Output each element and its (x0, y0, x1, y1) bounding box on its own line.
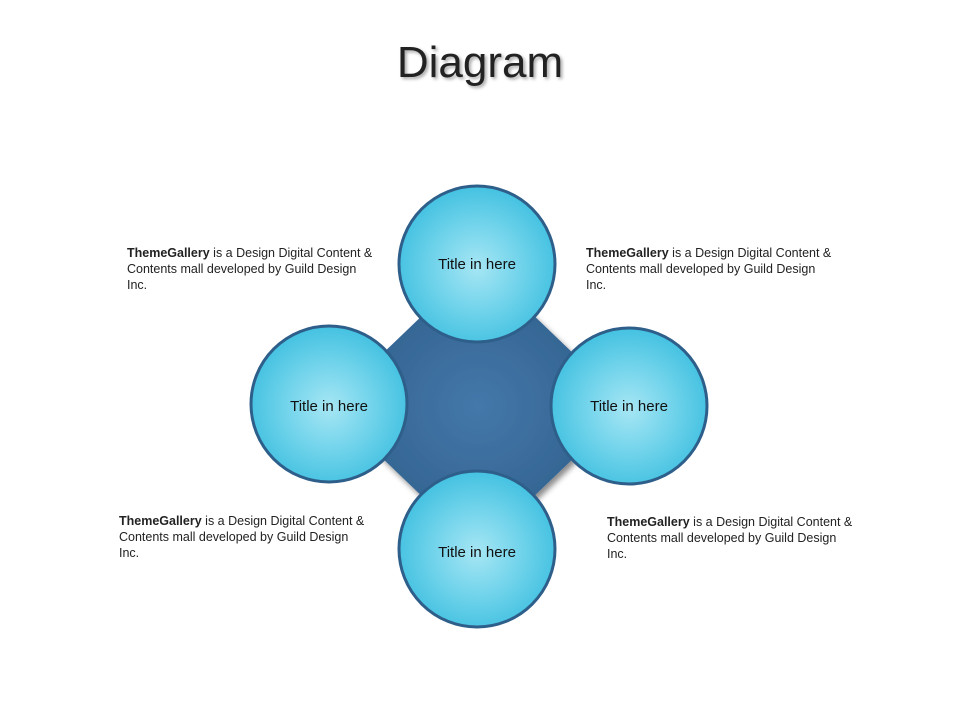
description-text: is a Design Digital Content & Contents m… (586, 246, 832, 292)
description-brand: ThemeGallery (127, 246, 210, 260)
circle-top[interactable]: Title in here (397, 184, 557, 344)
circle-left-label: Title in here (290, 398, 368, 415)
description-brand: ThemeGallery (607, 515, 690, 529)
circle-left[interactable]: Title in here (249, 324, 409, 484)
center-diamond (328, 262, 628, 550)
circle-bottom[interactable]: Title in here (397, 469, 557, 629)
circle-left-shape (249, 324, 409, 484)
description-bottom-right: ThemeGallery is a Design Digital Content… (607, 514, 857, 562)
circle-right-shape (549, 326, 709, 486)
circle-right[interactable]: Title in here (549, 326, 709, 486)
description-text: is a Design Digital Content & Contents m… (119, 514, 365, 560)
description-top-left: ThemeGallery is a Design Digital Content… (127, 245, 377, 293)
circle-right-label: Title in here (590, 398, 668, 415)
circle-bottom-label: Title in here (438, 544, 516, 561)
description-text: is a Design Digital Content & Contents m… (127, 246, 373, 292)
description-top-right: ThemeGallery is a Design Digital Content… (586, 245, 836, 293)
description-brand: ThemeGallery (586, 246, 669, 260)
description-bottom-left: ThemeGallery is a Design Digital Content… (119, 513, 369, 561)
description-brand: ThemeGallery (119, 514, 202, 528)
slide-title: Diagram (396, 38, 564, 87)
circle-top-shape (397, 184, 557, 344)
circle-top-label: Title in here (438, 256, 516, 273)
description-text: is a Design Digital Content & Contents m… (607, 515, 853, 561)
circle-bottom-shape (397, 469, 557, 629)
